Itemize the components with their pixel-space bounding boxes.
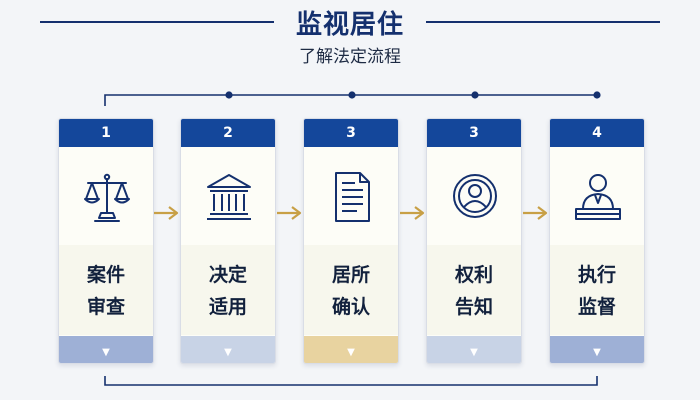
step-label-line2: 审查 (86, 296, 125, 318)
bottom-connector-line (104, 376, 598, 386)
chevron-down-icon: ▼ (593, 347, 601, 358)
arrow-right-icon (154, 206, 179, 220)
step-number: 1 (59, 119, 153, 147)
chevron-down-icon: ▼ (470, 347, 478, 358)
step-card-1: 1 案件 审查 ▼ (58, 118, 154, 364)
step-label: 居所 确认 (304, 259, 398, 323)
step-number: 4 (550, 119, 644, 147)
card-footer[interactable]: ▼ (550, 336, 644, 363)
connector-dot (348, 91, 356, 99)
arrow-right-icon (277, 206, 302, 220)
connector-dot (225, 91, 233, 99)
step-card-4: 3 权利 告知 ▼ (426, 118, 522, 364)
step-card-3: 3 居所 确认 ▼ (303, 118, 399, 364)
step-label-line1: 权利 (454, 264, 493, 286)
page-title: 监视居住 (295, 10, 404, 40)
scales-icon (84, 173, 130, 222)
step-label: 执行 监督 (550, 259, 644, 323)
step-label: 权利 告知 (427, 259, 521, 323)
official-icon (575, 174, 621, 220)
step-label-line2: 监督 (577, 296, 616, 318)
step-number: 2 (181, 119, 275, 147)
chevron-down-icon: ▼ (224, 347, 232, 358)
courthouse-icon (207, 174, 251, 220)
step-label-line1: 居所 (331, 264, 370, 286)
connector-dot (593, 91, 601, 99)
page-subtitle: 了解法定流程 (299, 47, 401, 67)
step-label-line1: 案件 (86, 264, 125, 286)
chevron-down-icon: ▼ (347, 347, 355, 358)
step-number: 3 (427, 119, 521, 147)
card-footer[interactable]: ▼ (181, 336, 275, 363)
step-label-line2: 确认 (331, 296, 370, 318)
step-label: 案件 审查 (59, 259, 153, 323)
connector-dot (471, 91, 479, 99)
step-label-line1: 决定 (208, 264, 247, 286)
step-label: 决定 适用 (181, 259, 275, 323)
title-rule-right (426, 21, 660, 23)
step-number: 3 (304, 119, 398, 147)
step-card-5: 4 执行 监督 ▼ (549, 118, 645, 364)
step-label-line2: 适用 (208, 296, 247, 318)
title-rule-left (40, 21, 274, 23)
card-footer[interactable]: ▼ (59, 336, 153, 363)
chevron-down-icon: ▼ (102, 347, 110, 358)
card-footer[interactable]: ▼ (304, 336, 398, 363)
step-label-line2: 告知 (454, 296, 493, 318)
step-card-2: 2 决定 适用 ▼ (180, 118, 276, 364)
step-label-line1: 执行 (577, 264, 616, 286)
card-footer[interactable]: ▼ (427, 336, 521, 363)
top-connector-line (104, 94, 597, 106)
arrow-right-icon (400, 206, 425, 220)
person-circle-icon (453, 174, 497, 218)
document-icon (335, 172, 370, 222)
arrow-right-icon (523, 206, 548, 220)
